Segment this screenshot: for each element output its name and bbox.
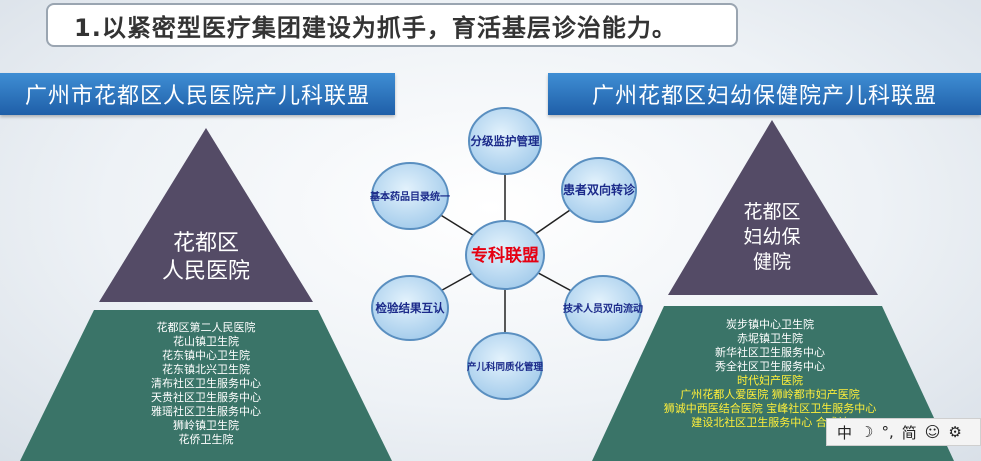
svg-text:技术人员双向流动: 技术人员双向流动 (563, 302, 643, 315)
svg-text:基本药品目录统一: 基本药品目录统一 (369, 190, 450, 203)
left-apex-line1: 花都区 (172, 231, 239, 256)
svg-text:分级监护管理: 分级监护管理 (471, 134, 540, 148)
list-item: 广州花都人爱医院 狮岭都市妇产医院 (680, 388, 860, 401)
left-apex-label: 花都区 人民医院 (141, 230, 271, 286)
svg-text:患者双向转诊: 患者双向转诊 (563, 182, 636, 197)
list-item: 狮诚中西医结合医院 宝峰社区卫生服务中心 (663, 402, 877, 415)
left-member-list: 花都区第二人民医院 花山镇卫生院 花东镇中心卫生院 花东镇北兴卫生院 清布社区卫… (96, 321, 316, 447)
page-title: 1.以紧密型医疗集团建设为抓手，育活基层诊治能力。 (46, 3, 738, 47)
left-alliance-banner: 广州市花都区人民医院产儿科联盟 (0, 73, 395, 115)
svg-text:检验结果互认: 检验结果互认 (376, 301, 445, 315)
hub-center-node: 专科联盟 (465, 220, 545, 290)
node-test-result-recognition: 检验结果互认 (371, 275, 449, 341)
right-apex-line3: 健院 (752, 251, 791, 273)
ime-simplified[interactable]: 简 (901, 423, 917, 442)
ime-moon-icon[interactable]: ☽ (860, 423, 874, 441)
list-item: 秀全社区卫生服务中心 (715, 360, 825, 373)
node-graded-monitoring: 分级监护管理 (468, 107, 542, 175)
list-item: 狮岭镇卫生院 (173, 419, 239, 432)
right-apex-triangle (668, 120, 878, 295)
right-apex-line1: 花都区 (743, 201, 801, 223)
node-staff-exchange: 技术人员双向流动 (563, 275, 643, 341)
ime-settings-icon[interactable]: ⚙ (948, 423, 962, 441)
list-item: 花东镇中心卫生院 (162, 349, 250, 362)
list-item: 花东镇北兴卫生院 (162, 363, 250, 376)
list-item: 花山镇卫生院 (173, 335, 239, 348)
list-item: 花侨卫生院 (178, 433, 234, 446)
right-member-list: 炭步镇中心卫生院 赤坭镇卫生院 新华社区卫生服务中心 秀全社区卫生服务中心 时代… (620, 318, 920, 430)
list-item: 清布社区卫生服务中心 (151, 377, 261, 390)
svg-text:专科联盟: 专科联盟 (471, 245, 539, 266)
left-apex-triangle (99, 128, 313, 302)
right-apex-line2: 妇幼保 (743, 226, 801, 248)
ime-chinese-mode[interactable]: 中 (837, 423, 853, 442)
node-two-way-referral: 患者双向转诊 (561, 157, 637, 223)
node-drug-catalog: 基本药品目录统一 (369, 162, 450, 230)
node-homogeneous-management: 产儿科同质化管理 (467, 332, 544, 400)
list-item: 建设北社区卫生服务中心 合成社 (691, 416, 849, 429)
svg-text:产儿科同质化管理: 产儿科同质化管理 (467, 361, 544, 373)
list-item: 雅瑶社区卫生服务中心 (151, 405, 261, 418)
list-item: 赤坭镇卫生院 (737, 332, 803, 345)
list-item: 天贵社区卫生服务中心 (151, 391, 261, 404)
left-apex-line2: 人民医院 (161, 259, 250, 284)
right-alliance-banner: 广州花都区妇幼保健院产儿科联盟 (548, 73, 981, 115)
ime-emoji-icon[interactable]: ☺ (924, 423, 941, 441)
list-item: 时代妇产医院 (737, 374, 803, 387)
list-item: 新华社区卫生服务中心 (715, 346, 825, 359)
list-item: 炭步镇中心卫生院 (726, 318, 814, 331)
list-item: 花都区第二人民医院 (156, 321, 256, 334)
right-apex-label: 花都区 妇幼保 健院 (722, 200, 822, 275)
ime-toolbar[interactable]: 中 ☽ °, 简 ☺ ⚙ (826, 418, 981, 446)
left-base-trapezoid (20, 310, 392, 461)
ime-punctuation[interactable]: °, (881, 423, 894, 441)
